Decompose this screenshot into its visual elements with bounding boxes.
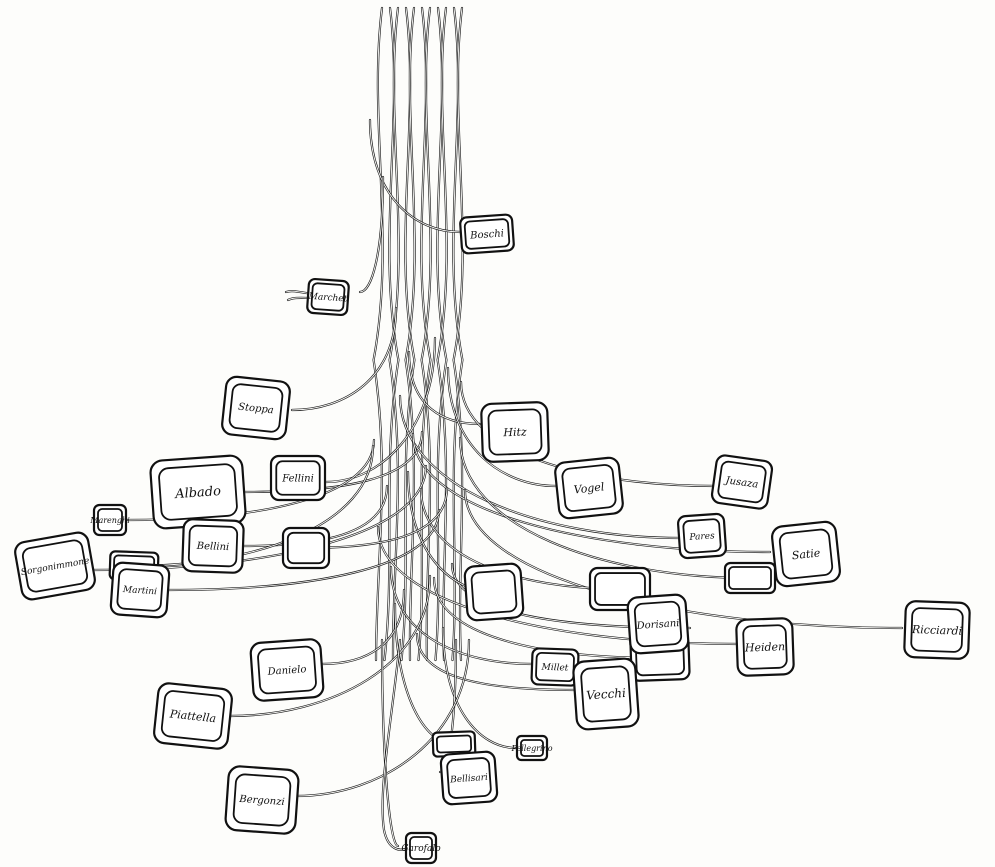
tv-label-vecchi: Vecchi bbox=[586, 686, 627, 703]
tv-stoppa: Stoppa bbox=[221, 376, 291, 440]
tv-boschi: Boschi bbox=[460, 214, 514, 254]
tv-marenghi: Marenghi bbox=[89, 505, 130, 535]
tv-marchet: Marchet bbox=[307, 279, 350, 316]
tv-hitz: Hitz bbox=[481, 402, 549, 462]
tv-label-fellini: Fellini bbox=[281, 474, 314, 485]
tv-screen bbox=[437, 735, 472, 752]
tv-ricciardi: Ricciardi bbox=[904, 601, 970, 659]
tv-label-ricciardi: Ricciardi bbox=[911, 623, 962, 638]
blank-tv-1 bbox=[464, 563, 524, 621]
cable-branch-2 bbox=[292, 308, 396, 410]
tv-vecchi: Vecchi bbox=[573, 658, 640, 730]
cable-core-branch-5 bbox=[326, 338, 435, 482]
cable-core-trunk-0 bbox=[374, 8, 383, 660]
tv-pares: Pares bbox=[678, 513, 727, 558]
cable-branch-5 bbox=[326, 338, 435, 482]
tv-fellini: Fellini bbox=[271, 456, 325, 500]
tv-vogel: Vogel bbox=[554, 457, 624, 519]
tv-bellini: Bellini bbox=[182, 519, 244, 573]
cable-branch-1 bbox=[360, 177, 383, 292]
tv-sorgonimmone: Sorgonimmone bbox=[14, 531, 97, 601]
tv-satie: Satie bbox=[771, 521, 841, 587]
tv-label-pares: Pares bbox=[688, 531, 715, 543]
tv-pellegrino: Pellegrino bbox=[510, 736, 552, 760]
cable-core-trunk-4 bbox=[406, 8, 415, 660]
tv-piattella: Piattella bbox=[153, 682, 233, 749]
tv-label-garofalo: Garofalo bbox=[401, 844, 441, 854]
blank-tv-4 bbox=[283, 528, 329, 568]
tv-screen bbox=[471, 570, 517, 614]
tv-screen bbox=[729, 567, 771, 589]
tv-heiden: Heiden bbox=[736, 618, 794, 676]
tv-label-marenghi: Marenghi bbox=[89, 516, 130, 525]
tv-millet: Millet bbox=[531, 648, 578, 686]
tv-bergonzi: Bergonzi bbox=[225, 766, 299, 835]
cable-drop bbox=[383, 640, 408, 850]
tv-label-heiden: Heiden bbox=[744, 640, 786, 654]
tv-jusaza: Jusaza bbox=[711, 454, 773, 509]
tv-dorisani: Dorisani bbox=[627, 594, 689, 654]
tv-label-bellini: Bellini bbox=[196, 541, 230, 553]
tv-albado: Albado bbox=[150, 455, 247, 529]
tv-label-millet: Millet bbox=[540, 663, 569, 674]
tv-garofalo: Garofalo bbox=[401, 833, 441, 863]
tv-martini: Martini bbox=[110, 562, 169, 618]
cable-branch-18 bbox=[322, 590, 404, 664]
tv-screen bbox=[288, 533, 324, 563]
tv-danielo: Danielo bbox=[250, 639, 324, 702]
cable-core-branch-18 bbox=[322, 590, 404, 664]
blank-tv-5 bbox=[725, 563, 775, 593]
tv-bellisari: Bellisari bbox=[440, 751, 497, 805]
cable-core-branch-2 bbox=[292, 308, 396, 410]
tv-label-hitz: Hitz bbox=[502, 425, 527, 439]
tv-label-pellegrino: Pellegrino bbox=[510, 744, 552, 753]
